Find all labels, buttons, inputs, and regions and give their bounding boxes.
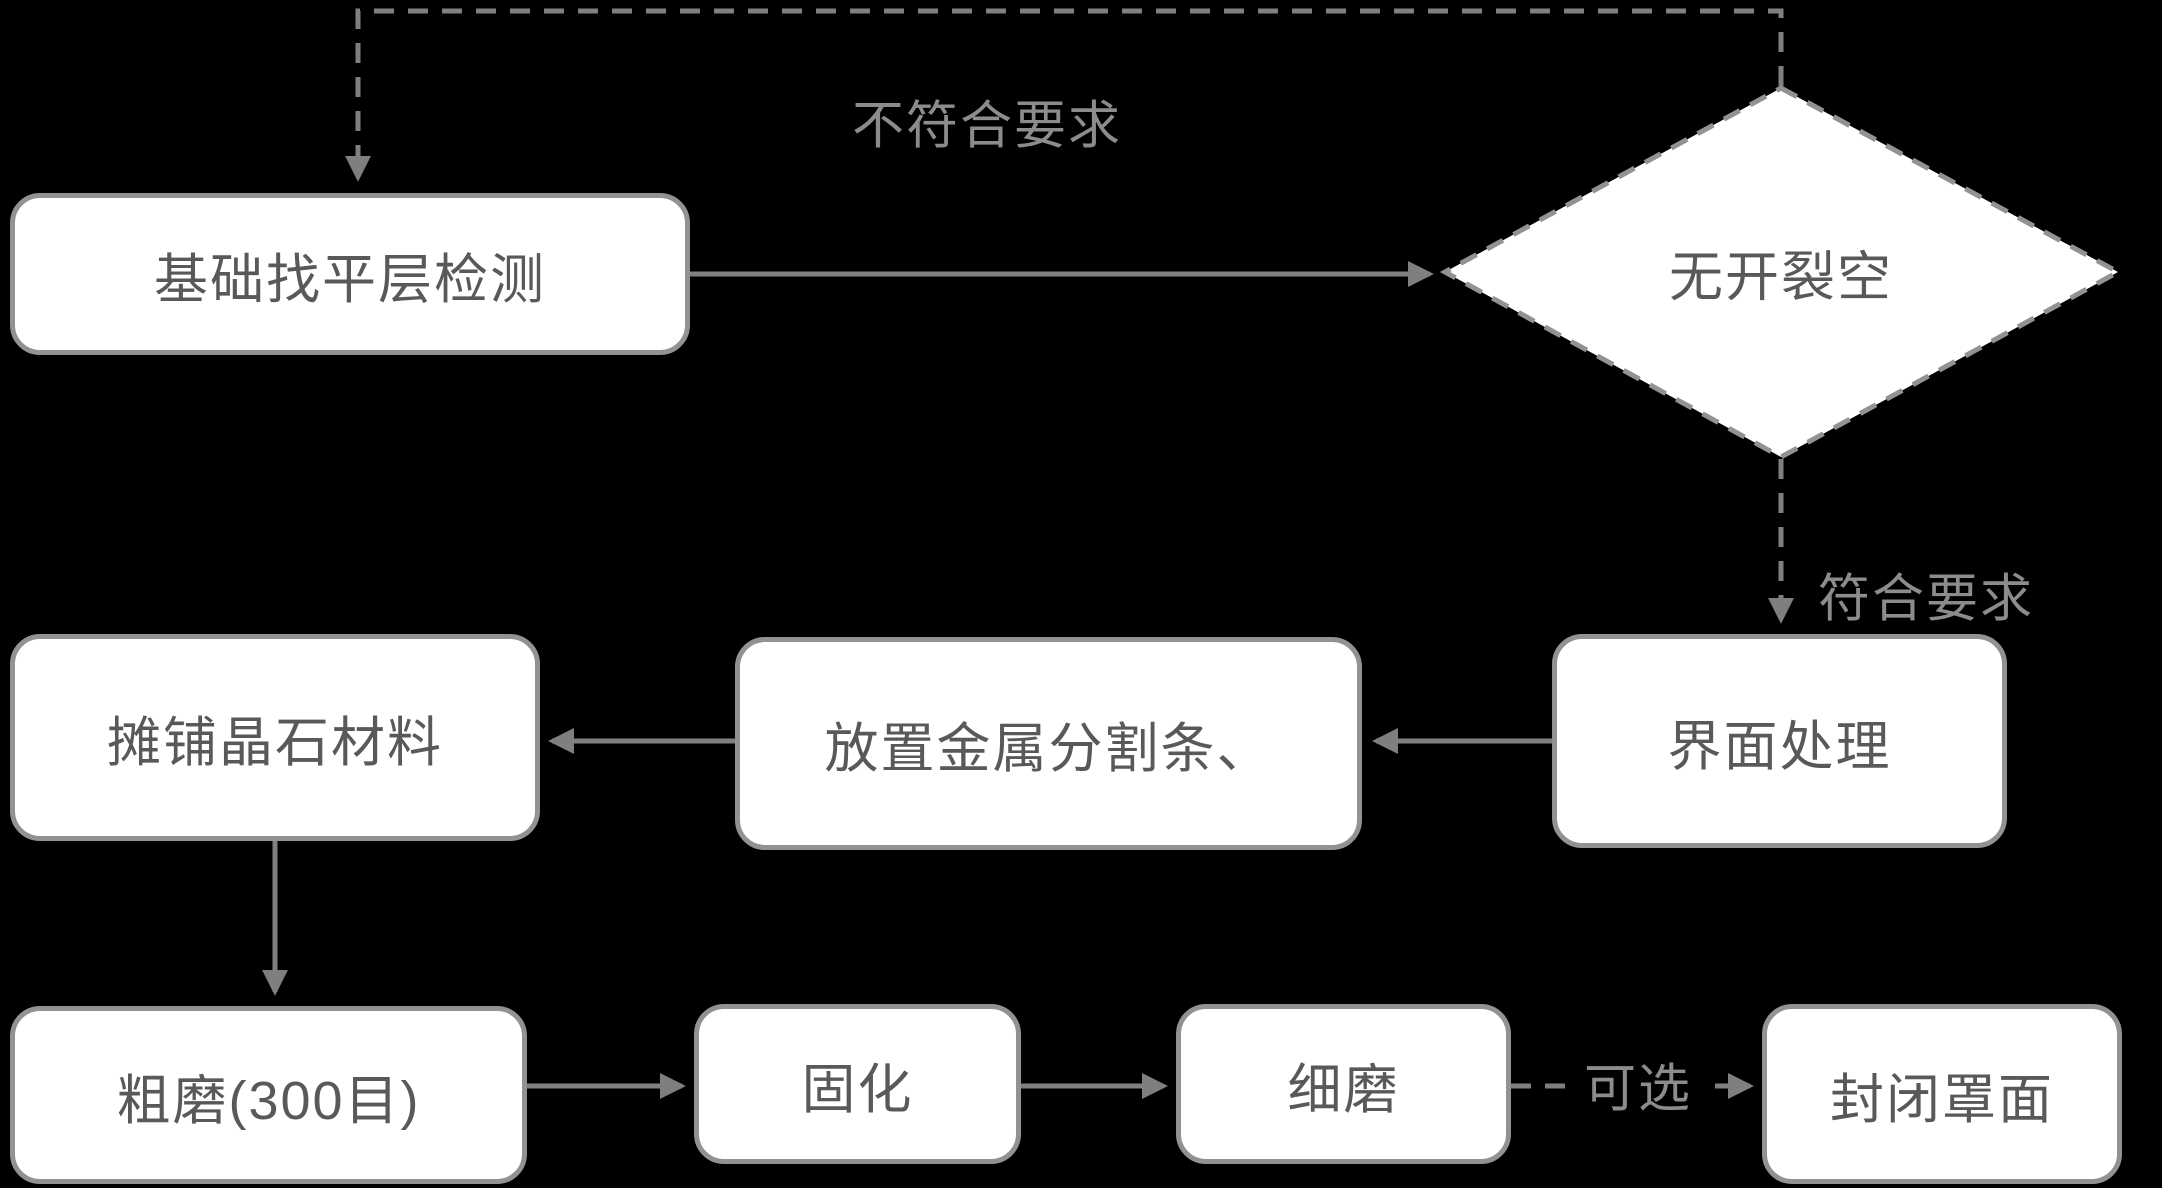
node-rough-grind-label: 粗磨(300目): [116, 1070, 421, 1131]
node-base-check-label: 基础找平层检测: [154, 249, 546, 310]
node-metal-divider-label: 放置金属分割条、: [824, 719, 1273, 779]
node-metal-divider: 放置金属分割条、: [735, 637, 1362, 850]
node-rough-grind: 粗磨(300目): [10, 1006, 527, 1184]
node-interface-treatment-label: 界面处理: [1667, 716, 1892, 777]
edge-label-not-meet-requirement: 不符合要求: [851, 97, 1123, 156]
node-spread-material-label: 摊铺晶石材料: [107, 713, 443, 773]
node-base-check: 基础找平层检测: [10, 193, 690, 355]
node-cure: 固化: [694, 1004, 1021, 1164]
edge-label-optional: 可选: [1573, 1046, 1703, 1122]
node-interface-treatment: 界面处理: [1552, 634, 2007, 848]
node-fine-grind-label: 细磨: [1287, 1059, 1400, 1120]
node-fine-grind: 细磨: [1176, 1004, 1511, 1164]
node-seal-coat: 封闭罩面: [1762, 1004, 2122, 1184]
node-cure-label: 固化: [801, 1059, 914, 1120]
decision-diamond-shape: [1439, 85, 2124, 460]
node-spread-material: 摊铺晶石材料: [10, 634, 540, 841]
node-crack-decision-label: 无开裂空: [1669, 247, 1893, 308]
node-seal-coat-label: 封闭罩面: [1830, 1069, 2054, 1130]
edge-feedback-not-meet: [345, 8, 1784, 182]
edge-label-meet-requirement: 符合要求: [1818, 570, 2035, 629]
